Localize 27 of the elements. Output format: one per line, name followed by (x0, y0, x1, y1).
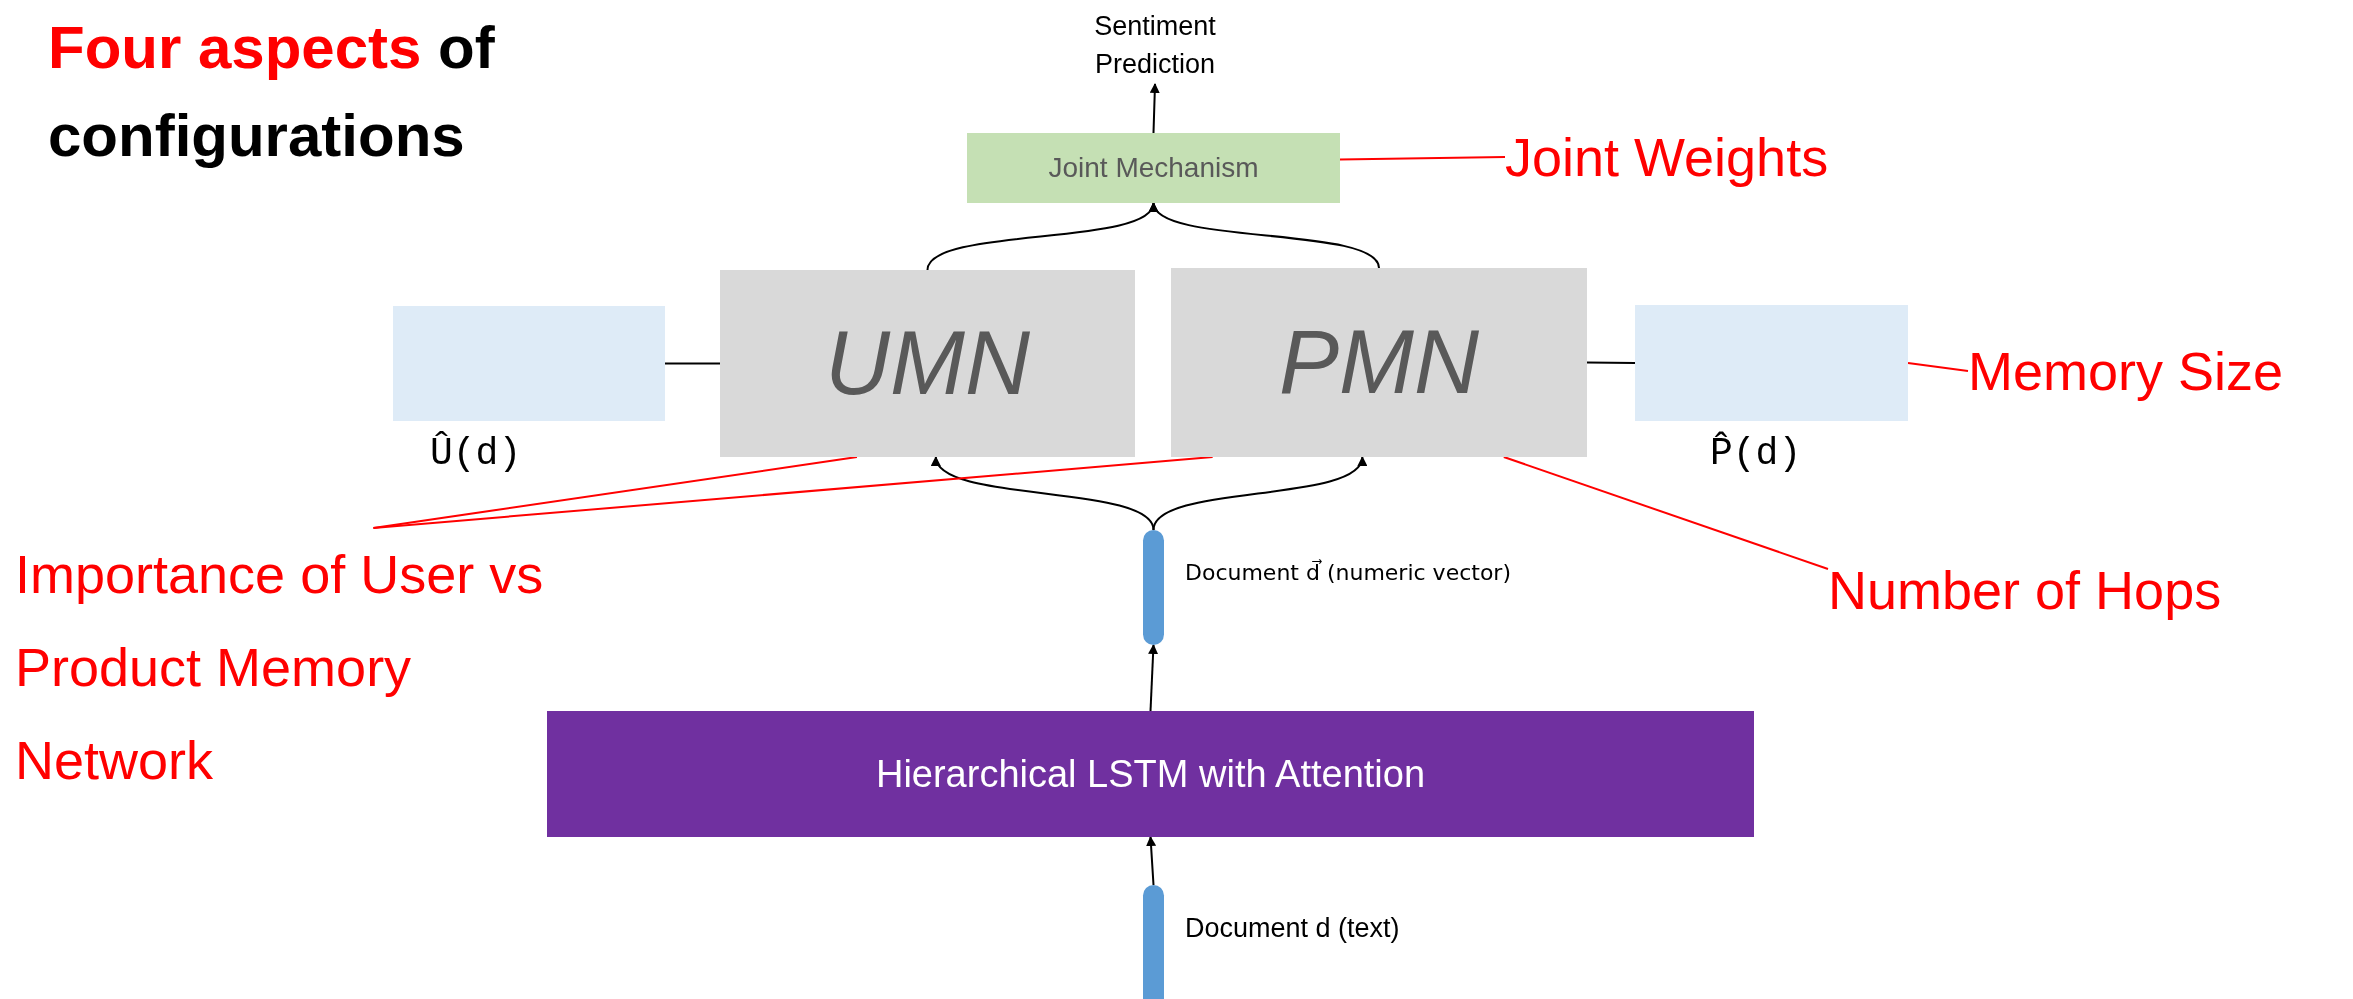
memory-box (1635, 305, 1908, 421)
arrow (934, 456, 1155, 531)
process-box: PMN (1171, 268, 1587, 457)
annotation-text: Joint Weights (1505, 122, 1905, 192)
node-caption: Document d (text) (1185, 912, 1401, 945)
annotation-text: Memory Size (1968, 336, 2338, 406)
leader-line (1502, 456, 1829, 570)
process-box: Hierarchical LSTM with Attention (547, 711, 1754, 837)
node-caption: Document d⃗ (numeric vector) (1185, 558, 1512, 587)
output-label: Sentiment Prediction (1060, 6, 1250, 84)
node-caption: P̂(d) (1710, 430, 1803, 477)
memory-box (393, 306, 665, 421)
arrow (1146, 836, 1157, 886)
annotation-text: Number of Hops (1828, 555, 2298, 625)
process-box: Joint Mechanism (967, 133, 1340, 203)
leader-line (1339, 156, 1506, 161)
vector-bar (1143, 530, 1164, 645)
leader-line (1907, 362, 1969, 372)
process-box: UMN (720, 270, 1135, 457)
arrow (1152, 202, 1380, 269)
title: Four aspects of configurations (48, 13, 496, 171)
node-caption: Û(d) (430, 430, 523, 477)
arrow (1152, 456, 1364, 531)
input-bar (1143, 885, 1164, 999)
arrow (1148, 644, 1159, 712)
leader-line (372, 456, 1214, 529)
arrow (1149, 83, 1160, 134)
